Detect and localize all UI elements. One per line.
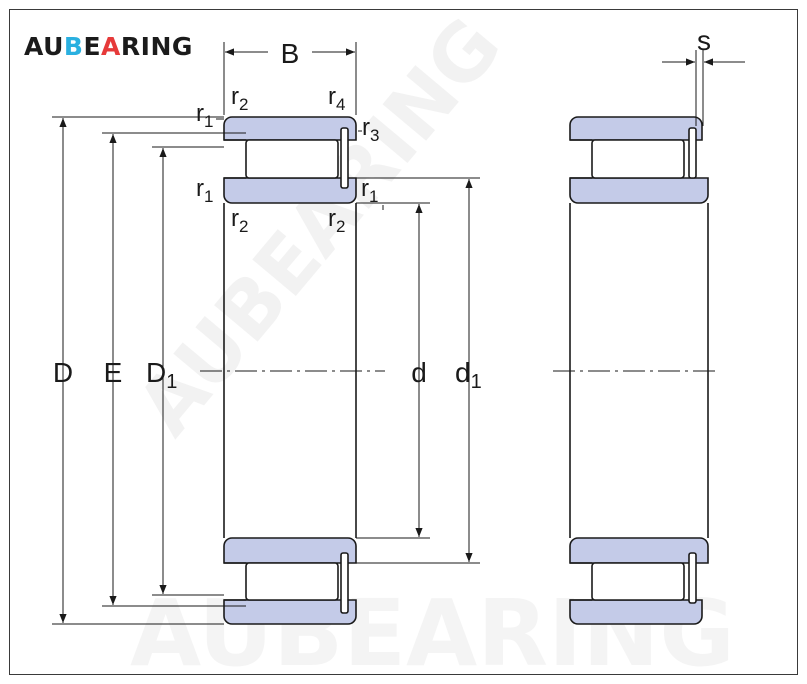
label-r2-top-left: r2 — [231, 83, 248, 114]
bearing-section-left — [223, 116, 357, 625]
dimension-lines — [52, 42, 745, 625]
drawing-frame — [9, 9, 798, 675]
label-s: s — [697, 25, 711, 56]
roller-bottom — [245, 562, 339, 601]
label-r4: r4 — [328, 83, 345, 114]
logo-part-e: E — [83, 32, 102, 61]
brand-logo: AUBEARING — [24, 34, 193, 59]
inner-ring-bottom — [223, 537, 357, 564]
label-D: D — [53, 357, 73, 388]
label-r2-bottom-right: r2 — [328, 205, 345, 236]
inner-ring-top-right — [569, 177, 709, 204]
logo-part-b: B — [63, 32, 84, 61]
label-r1-right: r1 — [361, 175, 378, 206]
label-r1-left: r1 — [196, 175, 213, 206]
snap-ring-top — [340, 127, 349, 189]
label-B: B — [281, 38, 300, 69]
outer-ring-top-right — [569, 116, 703, 141]
label-d: d — [411, 357, 427, 388]
inner-ring-top — [223, 177, 357, 204]
labels: B s D E D1 d d1 r1 r2 r4 r3 r1 r1 r2 r2 — [53, 25, 711, 393]
roller-top-right — [591, 139, 685, 179]
label-r3: r3 — [362, 114, 379, 145]
snap-ring-bottom — [340, 552, 349, 614]
outer-ring-bottom-right — [569, 599, 703, 625]
label-r2-bottom-left: r2 — [231, 205, 248, 236]
logo-part-ring: RING — [120, 32, 193, 61]
roller-bottom-right — [591, 562, 685, 601]
label-E: E — [104, 357, 123, 388]
label-d1: d1 — [455, 357, 482, 393]
logo-part-a: A — [101, 32, 121, 61]
label-r1-top-left: r1 — [196, 100, 213, 131]
logo-part-au: AU — [24, 32, 64, 61]
snap-ring-bottom-right — [688, 552, 697, 604]
label-D1: D1 — [146, 357, 177, 393]
bearing-section-right — [569, 116, 709, 625]
inner-ring-bottom-right — [569, 537, 709, 564]
snap-ring-top-right — [688, 127, 697, 179]
outer-ring-bottom — [223, 599, 357, 625]
roller-top — [245, 139, 339, 179]
outer-ring-top — [223, 116, 357, 141]
